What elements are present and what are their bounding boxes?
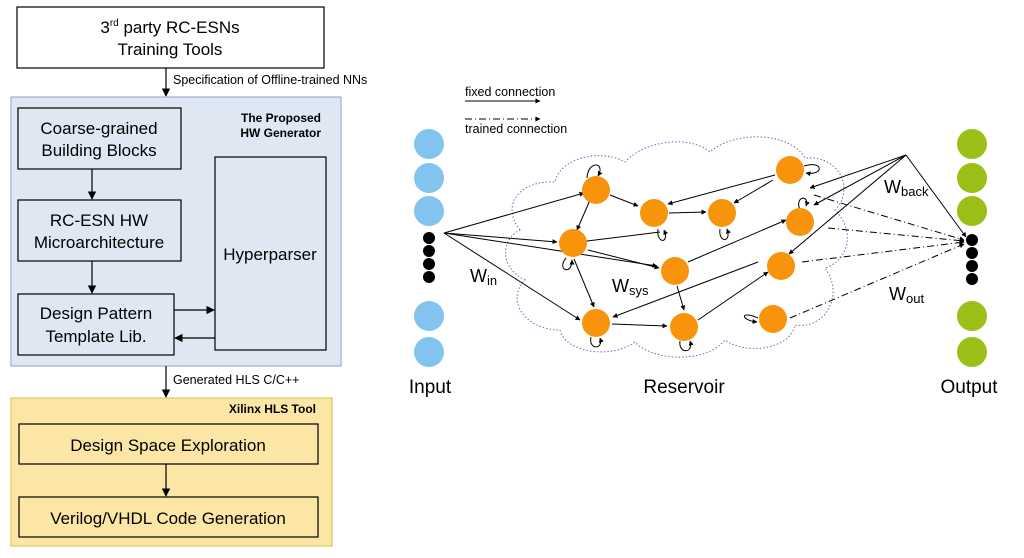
fixed-connections [443,154,967,352]
microarchitecture-line1: RC-ESN HW [50,211,148,230]
reservoir-node [786,208,814,236]
output-ellipsis-dot [966,247,978,259]
w-back-sub: back [901,184,929,199]
dse-box [18,423,319,465]
pattern-library-line2: Template Lib. [45,327,146,346]
spec-label: Specification of Offline-trained NNs [173,73,367,87]
w-out-sub: out [906,291,924,306]
pattern-library-box [17,293,175,356]
input-ellipsis-dot [423,232,435,244]
building-blocks-box [17,107,182,170]
output-ellipsis-dot [966,273,978,285]
pattern-library-line1: Design Pattern [40,304,152,323]
reservoir-node [767,252,795,280]
output-ellipsis-dot [966,260,978,272]
legend-trained-label: trained connection [465,122,567,136]
building-blocks-line2: Building Blocks [41,141,156,160]
w-in-label: Win [470,266,497,288]
input-ellipsis-dot [423,271,435,283]
output-ellipsis-dot [966,234,978,246]
reservoir-cloud [505,136,848,358]
reservoir-node [640,199,668,227]
building-blocks-line1: Coarse-grained [40,119,157,138]
reservoir-node [708,199,736,227]
reservoir-node [582,176,610,204]
reservoir-node [559,229,587,257]
input-nodes [414,129,444,367]
hyperparser-box [214,156,327,351]
svg-text:3rd party RC-ESNs: 3rd party RC-ESNs [100,18,239,37]
reservoir-node [661,257,689,285]
output-node [957,337,987,367]
reservoir-nodes [559,156,814,341]
w-sys-sub: sys [629,283,649,298]
trained-connections [789,194,965,319]
reservoir-node [776,156,804,184]
input-label: Input [409,377,452,398]
tools-title-sup: rd [110,18,119,29]
input-node [414,196,444,226]
legend-fixed-label: fixed connection [465,85,555,99]
xilinx-title: Xilinx HLS Tool [229,402,316,416]
hls-label: Generated HLS C/C++ [173,373,299,387]
input-ellipsis-dot [423,245,435,257]
w-back-label: Wback [884,177,929,199]
reservoir-node [670,313,698,341]
tools-title-line2: Training Tools [118,40,223,59]
output-label: Output [940,377,998,398]
microarchitecture-box [17,199,182,262]
output-node [957,301,987,331]
input-node [414,337,444,367]
reservoir-label: Reservoir [643,377,725,398]
reservoir-node [582,309,610,337]
microarchitecture-line2: Microarchitecture [34,233,164,252]
flow-diagram: 3rd party RC-ESNs Training Tools Specifi… [10,6,367,547]
codegen-label: Verilog/VHDL Code Generation [50,509,286,528]
tools-title-pre: 3 [100,18,109,37]
w-out-label: Wout [889,284,924,306]
output-node [957,129,987,159]
input-node [414,301,444,331]
output-node [957,163,987,193]
hyperparser-label: Hyperparser [223,245,317,264]
tools-title-post: party RC-ESNs [119,18,240,37]
generator-title-line1: The Proposed [241,111,321,125]
dse-label: Design Space Exploration [70,436,266,455]
training-tools-box [16,6,325,69]
input-node [414,163,444,193]
w-sys-label: Wsys [612,276,649,298]
w-in-sub: in [487,273,497,288]
output-nodes [957,129,987,367]
codegen-box [18,496,319,538]
input-node [414,129,444,159]
input-ellipsis-dot [423,258,435,270]
generator-title-line2: HW Generator [240,126,321,140]
output-node [957,196,987,226]
reservoir-node [759,305,787,333]
esn-network: fixed connection trained connection [409,85,998,398]
